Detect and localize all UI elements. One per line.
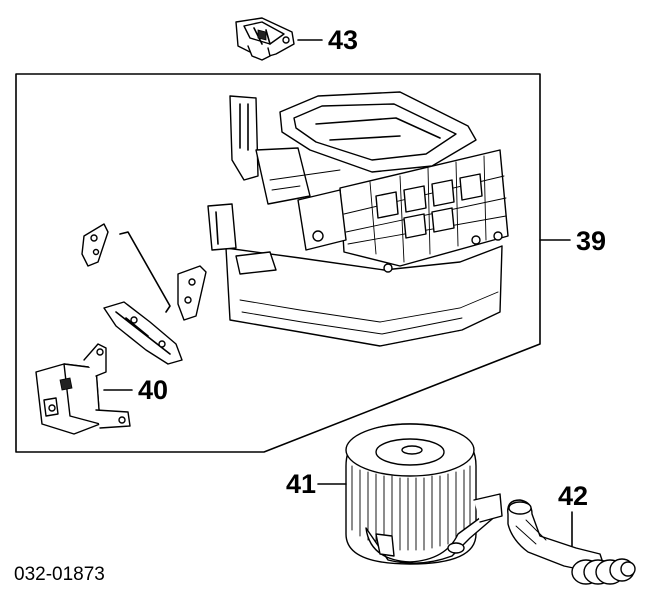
assembly-outline — [15, 73, 541, 453]
callout-39: 39 — [576, 226, 606, 256]
diagram-code: 032-01873 — [14, 564, 105, 585]
blower-fan-motor-icon — [345, 423, 503, 565]
recirculation-motor-icon — [35, 343, 131, 435]
callout-43: 43 — [328, 25, 358, 55]
linkage-parts-icon — [81, 223, 207, 365]
callout-41: 41 — [286, 469, 316, 499]
drain-hose-icon — [507, 499, 636, 585]
resistor-clip-icon — [235, 17, 295, 61]
callout-40: 40 — [138, 375, 168, 405]
callout-42: 42 — [558, 481, 588, 511]
heater-blower-housing-icon — [207, 91, 509, 347]
